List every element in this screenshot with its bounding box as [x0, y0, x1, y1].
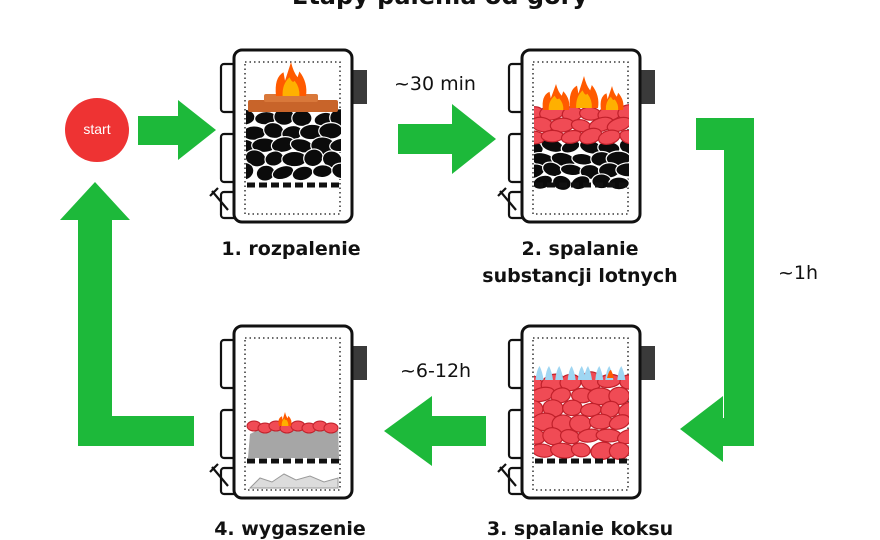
stage-2-label-line2: substancji lotnych [482, 265, 678, 287]
time-label-30min: ~30 min [394, 73, 476, 95]
flame [569, 76, 599, 108]
blue-flame [595, 366, 604, 380]
blue-flame [535, 366, 544, 380]
glowing-ember [600, 400, 620, 418]
glowing-ember [617, 104, 629, 122]
coal-lump [329, 137, 341, 153]
fuel-bed [246, 107, 341, 182]
coal-lump [271, 165, 295, 181]
poker-tool [497, 463, 517, 487]
flame [275, 62, 307, 96]
boiler-stage-3 [497, 324, 655, 500]
blue-flame [567, 366, 576, 380]
boiler-stage-4 [209, 324, 367, 500]
glowing-ember [570, 442, 591, 458]
arrow-stage2-to-stage3 [680, 118, 754, 462]
poker-tool [497, 187, 517, 211]
glowing-ember [579, 127, 603, 145]
stage-3-label: 3. spalanie koksu [486, 518, 674, 540]
ash-pile [248, 473, 339, 489]
blue-flame [577, 366, 586, 380]
blue-flame [544, 366, 553, 380]
time-label-1h: ~1h [778, 262, 819, 284]
start-label: start [83, 121, 111, 137]
coal-lump [615, 162, 629, 178]
flame [600, 86, 624, 110]
arrow-stage1-to-stage2 [398, 104, 496, 174]
coal-lump [331, 162, 341, 180]
arrow-stage3-to-stage4 [384, 396, 486, 466]
flame [607, 370, 614, 378]
boiler-stage-1 [209, 48, 367, 224]
poker-tool [209, 463, 229, 487]
blue-flame [617, 366, 626, 380]
ash-heap [248, 424, 339, 458]
kindling-wood [248, 100, 338, 112]
arrow-start-to-stage1 [138, 100, 216, 160]
glowing-ember [616, 428, 629, 445]
glowing-ember [618, 401, 629, 419]
glowing-ember [588, 413, 613, 430]
fuel-bed [534, 103, 629, 192]
stage-2-label-line1: 2. spalanie [521, 238, 639, 260]
glowing-ember [608, 386, 629, 406]
glowing-ember [540, 129, 565, 143]
flame [542, 84, 570, 110]
glowing-ember [606, 116, 629, 133]
start-circle [65, 98, 129, 162]
time-label-6-12h: ~6-12h [400, 360, 472, 382]
boiler-stage-2 [497, 48, 655, 224]
stage-1-label: 1. rozpalenie [221, 238, 361, 260]
diagram-title: Etapy palenia od góry [0, 0, 880, 10]
blue-flame [584, 366, 593, 380]
glowing-ember [550, 387, 572, 404]
stage-4-label: 4. wygaszenie [214, 518, 366, 540]
glowing-ember [608, 414, 629, 430]
arrow-stage4-to-start [60, 182, 194, 446]
fuel-bed [534, 371, 629, 461]
flame [278, 412, 292, 426]
boiler-body [232, 324, 354, 500]
glowing-ember [619, 129, 629, 145]
combustion-chamber [244, 337, 341, 491]
fuel-bed [246, 420, 339, 489]
blue-flame [555, 366, 564, 380]
coal-lump [534, 140, 544, 157]
coal-lump [246, 161, 255, 181]
poker-tool [209, 187, 229, 211]
glowing-ember [323, 422, 339, 434]
